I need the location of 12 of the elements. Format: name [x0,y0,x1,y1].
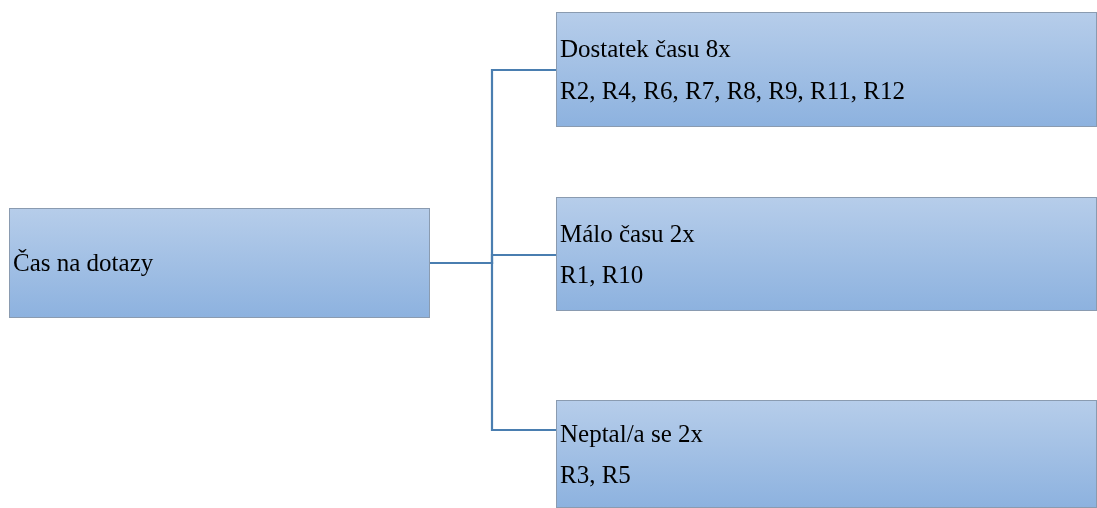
process-box [556,400,1097,508]
box-heading: Neptal/a se 2x [560,419,704,447]
box-text: R1, R10 [560,261,645,289]
process-box [556,197,1097,311]
connector-line [430,261,556,432]
process-box [9,208,430,318]
box-text: R3, R5 [560,461,632,489]
box-text: R2, R4, R6, R7, R8, R9, R11, R12 [560,76,906,104]
box-heading: Dostatek času 8x [560,35,732,63]
box-heading: Čas na dotazy [13,249,155,277]
process-box [556,12,1097,127]
box-heading: Málo času 2x [560,219,696,247]
